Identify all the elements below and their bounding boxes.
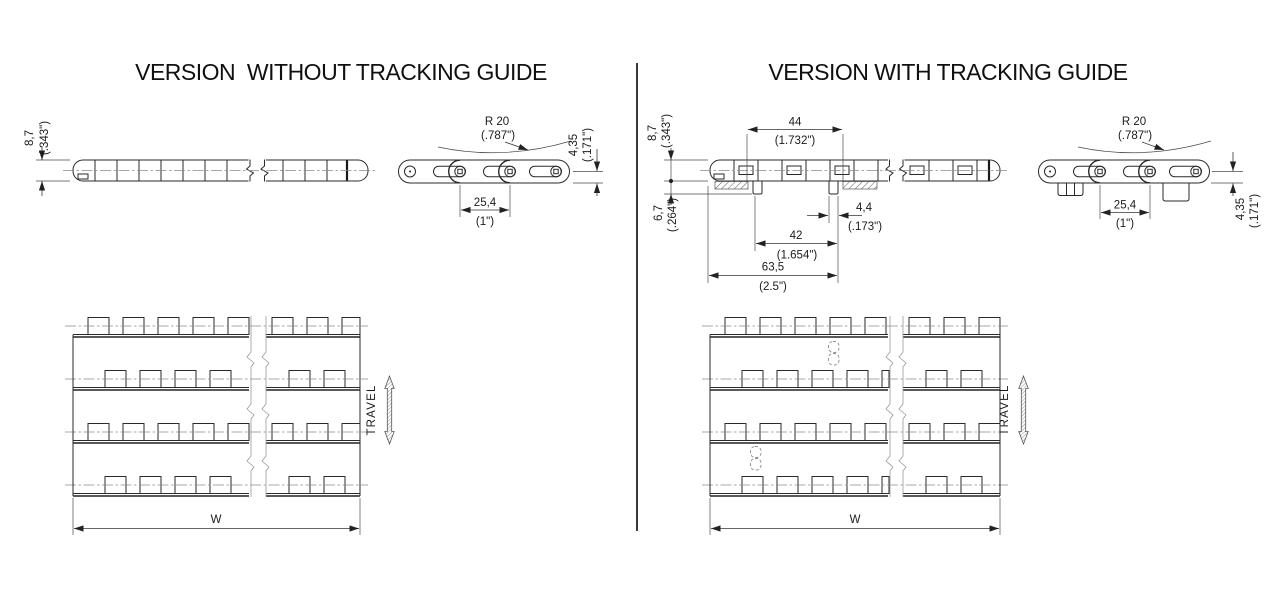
break-line [260, 159, 269, 182]
dim-radius-mm: R 20 [485, 116, 509, 128]
dim-pitch-mm: 25,4 [474, 197, 497, 209]
radius-arc [437, 140, 572, 154]
dim-pitch-mm: 25,4 [1114, 200, 1137, 212]
right-side-view [1038, 140, 1212, 202]
radius-arc [1077, 140, 1212, 154]
right-width-dim: W [709, 498, 1001, 535]
right-guide-span-dim: 44 (1.732") [746, 117, 844, 182]
dim-overall-mm: 63,5 [762, 262, 784, 274]
hinge-pin-icon [404, 165, 416, 178]
hidden-guide-tab [828, 353, 840, 366]
dim-width-label: W [211, 514, 222, 526]
travel-arrow-icon [1018, 374, 1029, 446]
hidden-guide-tab [750, 446, 762, 458]
right-pitch-dim: 25,4 (1") [1099, 185, 1151, 230]
dim-surface-mm: 4,35 [568, 134, 580, 156]
tracking-guide-tab [752, 181, 763, 195]
dim-surface-mm: 4,35 [1235, 198, 1247, 220]
right-version: VERSION WITH TRACKING GUIDE 8,7 (.3 [647, 59, 1261, 535]
right-lower-dims: 4,4 (.173") 42 (1.654") 63,5 (2.5") [707, 186, 882, 293]
break-line [898, 159, 908, 182]
left-travel-indicator: TRAVEL [366, 374, 395, 446]
left-front-view [63, 157, 377, 184]
dim-radius-in: (.787") [481, 130, 515, 142]
right-top-view [702, 316, 1008, 497]
hinge-pin-icon [1044, 165, 1056, 178]
travel-arrow-icon [384, 374, 395, 446]
left-radius-dim: R 20 (.787") [481, 116, 529, 151]
dim-pitch-in: (1") [476, 216, 494, 228]
right-title: VERSION WITH TRACKING GUIDE [768, 59, 1127, 85]
tracking-guide-tab [1162, 183, 1190, 202]
break-line [261, 316, 270, 497]
dim-overall-in: (2.5") [759, 281, 787, 293]
dim-width-label: W [850, 514, 861, 526]
left-side-view [398, 140, 572, 184]
dim-thickness-mm: 8,7 [647, 125, 659, 141]
left-thickness-dim: 8,7 (.343") [24, 121, 70, 196]
dim-tab-span-mm: 42 [790, 230, 803, 242]
tracking-guide-tab [828, 181, 839, 195]
dim-thickness-in: (.343") [39, 121, 51, 155]
dim-guide-depth-mm: 6,7 [653, 205, 665, 221]
dim-guide-span-in: (1.732") [775, 135, 816, 147]
travel-label: TRAVEL [999, 384, 1011, 435]
left-title: VERSION WITHOUT TRACKING GUIDE [135, 59, 547, 85]
dim-thickness-mm: 8,7 [24, 130, 36, 146]
left-top-view [65, 316, 368, 497]
left-pitch-dim: 25,4 (1") [459, 185, 511, 228]
right-front-view [700, 157, 1009, 195]
left-version: VERSION WITHOUT TRACKING GUIDE 8,7 (.343… [24, 59, 603, 535]
dim-radius-mm: R 20 [1122, 116, 1146, 128]
tracking-guide-tab [1057, 183, 1084, 196]
datum-dot-icon [668, 178, 674, 184]
hidden-guide-tab [828, 341, 840, 353]
break-line [898, 316, 907, 497]
dim-tab-width-in: (.173") [848, 221, 882, 233]
dim-guide-depth-in: (.264") [667, 198, 679, 232]
break-line [885, 316, 894, 497]
left-surface-dim: 4,35 (.171") [568, 128, 603, 196]
break-line [245, 159, 255, 182]
break-line [885, 159, 894, 182]
dim-guide-span-mm: 44 [789, 117, 802, 129]
dim-surface-in: (.171") [582, 128, 594, 162]
dim-pitch-in: (1") [1116, 218, 1134, 230]
wear-strip [842, 181, 878, 190]
dim-thickness-in: (.343") [661, 114, 673, 148]
right-surface-dim: 4,35 (.171") [1211, 152, 1261, 228]
dim-radius-in: (.787") [1118, 130, 1152, 142]
dim-tab-width-mm: 4,4 [856, 202, 873, 214]
hidden-guide-tab [750, 458, 762, 471]
right-radius-dim: R 20 (.787") [1118, 116, 1165, 151]
dim-tab-span-in: (1.654") [777, 250, 818, 262]
left-width-dim: W [72, 498, 361, 535]
dim-surface-in: (.171") [1249, 194, 1261, 228]
break-line [246, 316, 255, 497]
wear-strip [714, 181, 749, 190]
right-travel-indicator: TRAVEL [999, 374, 1029, 446]
travel-label: TRAVEL [366, 384, 378, 435]
